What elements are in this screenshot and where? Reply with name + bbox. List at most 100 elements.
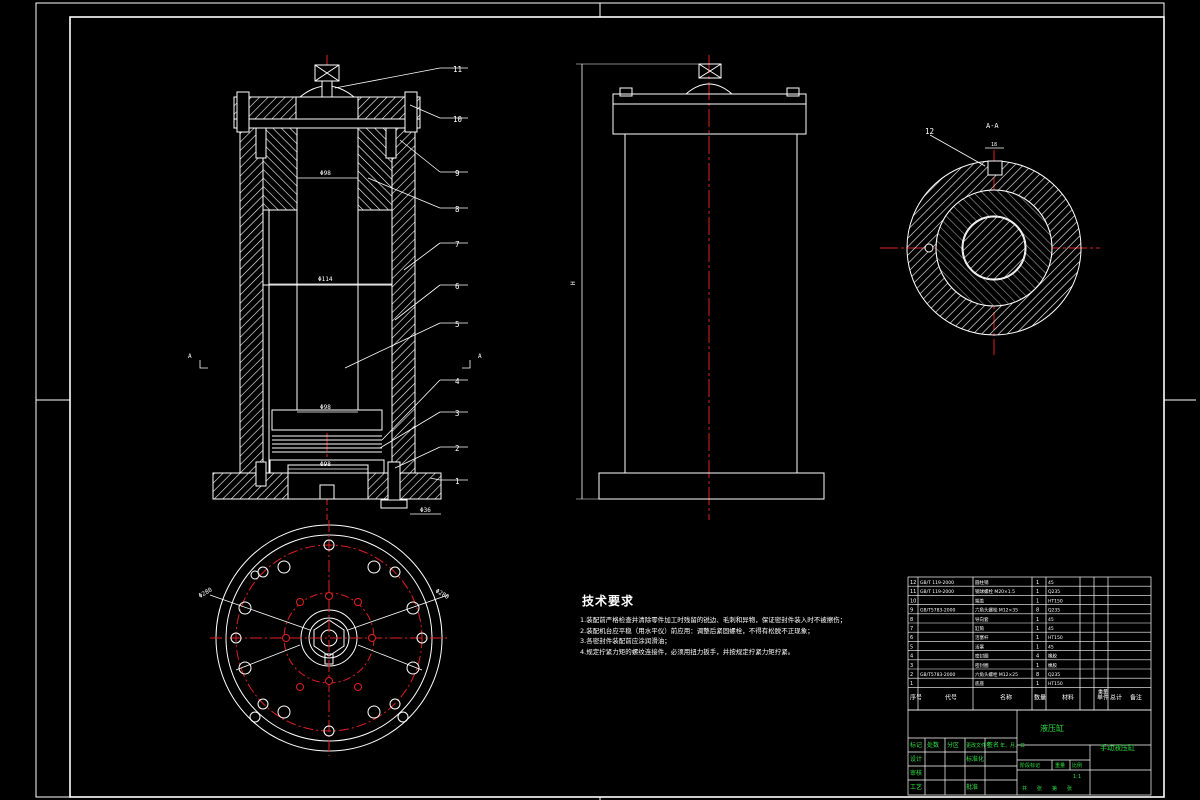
bom-cell-qty: 1 [1036,589,1039,595]
bom-cell-material: HT150 [1048,681,1063,687]
bom-cell-qty: 1 [1036,626,1039,632]
title-part-name: 液压缸 [1040,723,1064,733]
dim-bolt-circle-a: Φ280 [198,586,214,599]
bom-cell-name: 端盖 [975,597,984,604]
bom-cell-name: 缸筒 [975,625,984,632]
bom-header-cell: 数量 [1034,693,1046,701]
tb-change-doc: 更改文件号 [966,742,991,749]
bom-cell-name: 底座 [975,680,984,687]
bom-header-cell: 材料 [1062,693,1074,701]
tb-sheet-2: 张 [1037,785,1042,792]
tb-approve: 批准 [966,783,978,791]
tb-review: 审核 [910,769,922,777]
dim-bottom-width: Φ36 [420,507,431,514]
dim-middle-bore: Φ114 [318,276,333,283]
section-mark-right: A [478,353,482,360]
tb-sign: 签名 [987,741,999,749]
dim-upper-bore: Φ98 [320,170,331,177]
bom-header-cell: 名称 [1000,693,1012,701]
bom-cell-qty: 1 [1036,617,1039,623]
dim-lower-bore: Φ98 [320,404,331,411]
bom-cell-qty: 1 [1036,681,1039,687]
bom-cell-no: 7 [910,626,913,632]
bom-cell-name: 六角头螺栓 M12×35 [975,607,1018,614]
balloon-7: 7 [455,240,460,249]
balloon-12: 12 [925,127,934,136]
bom-header-cell: 代号 [945,693,957,701]
bom-header-cell: 序号 [910,693,922,701]
title-drawing-title: 手动液压缸 [1100,743,1135,752]
bom-cell-name: 密封圈 [975,653,989,660]
dim-slot: 18 [991,142,997,148]
balloon-11: 11 [453,65,462,74]
bom-cell-qty: 8 [1036,608,1039,614]
tb-scale: 1:1 [1073,774,1081,780]
balloon-6: 6 [455,282,460,291]
tech-item-3: 3.各密封件装配前应涂润滑油； [580,637,671,645]
bom-cell-code: GB/T 119-2000 [920,589,954,595]
bom-cell-qty: 1 [1036,663,1039,669]
balloon-3: 3 [455,409,460,418]
section-view: Φ98 Φ114 Φ98 Φ98 Φ36 11 10 9 8 7 6 5 4 3… [188,55,482,520]
bom-cell-name: 钢球螺栓 M20×1.5 [975,588,1015,595]
exterior-view [576,55,825,520]
bom-cell-material: 橡胶 [1048,653,1057,660]
bom-cell-name: 密封圈 [975,662,989,669]
top-view [209,520,449,756]
dim-height: H [570,281,577,285]
bom-cell-name: 活塞 [975,643,984,650]
tb-sheet-3: 第 [1052,785,1057,792]
balloon-4: 4 [455,377,460,386]
tb-date: 年、月、日 [1000,742,1025,749]
bom-cell-no: 10 [910,598,916,604]
tech-item-4: 4.规定拧紧力矩的螺纹连接件，必须用扭力扳手，并按规定拧紧力矩拧紧。 [580,647,795,656]
bom-cell-no: 3 [910,663,913,669]
bom-cell-no: 12 [910,580,916,586]
bom-cell-name: 导向套 [975,616,989,623]
bom-cell-material: 橡胶 [1048,662,1057,669]
bom-cell-material: 45 [1048,626,1054,632]
bom-cell-no: 1 [910,681,913,687]
bom-table [907,576,1152,711]
bom-cell-no: 2 [910,672,913,678]
bom-cell-name: 圆柱销 [975,579,989,586]
tb-sheet-1: 共 [1022,785,1027,792]
balloon-9: 9 [455,169,460,178]
bom-cell-no: 5 [910,644,913,650]
bom-cell-material: Q235 [1048,672,1060,678]
bom-cell-no: 11 [910,589,916,595]
bom-cell-material: Q235 [1048,589,1060,595]
tech-item-1: 1.装配前严格检查并清除零件加工时残留的锐边、毛刺和异物，保证密封件装入时不被擦… [580,616,847,624]
bom-cell-code: GB/T 119-2000 [920,580,954,586]
drawing-frame [35,2,1196,800]
balloon-8: 8 [455,205,460,214]
bom-cell-no: 9 [910,608,913,614]
tb-count: 处数 [927,741,939,749]
tb-standard: 标准化 [966,755,984,763]
tb-mark: 标记 [910,741,922,749]
bom-header-weight: 重量 [1098,688,1108,695]
tech-item-2: 2.装配机台应平稳（用水平仪）前应用：调整后紧固螺栓，不得有松脱不正现象； [580,626,814,635]
bom-cell-qty: 4 [1036,654,1039,660]
bom-cell-material: 45 [1048,580,1054,586]
section-mark-left: A [188,353,192,360]
tb-zone: 分区 [947,741,959,749]
tb-stage: 阶段标记 [1020,762,1040,769]
bom-cell-material: 45 [1048,617,1054,623]
bom-cell-qty: 8 [1036,672,1039,678]
bom-header-cell: 备注 [1130,693,1142,701]
title-block [907,709,1152,796]
bom-cell-qty: 1 [1036,635,1039,641]
bom-cell-qty: 1 [1036,580,1039,586]
bom-header-cell: 总计 [1110,693,1122,701]
bom-cell-name: 活塞杆 [975,634,989,641]
tb-weight: 重量 [1055,762,1065,769]
section-aa-view [880,134,1100,355]
bom-cell-code: GB/T5783-2000 [920,672,956,678]
tb-process: 工艺 [910,783,922,791]
bom-cell-material: HT150 [1048,635,1063,641]
bom-cell-material: HT150 [1048,598,1063,604]
bom-header-cell: 单件 [1097,693,1109,701]
